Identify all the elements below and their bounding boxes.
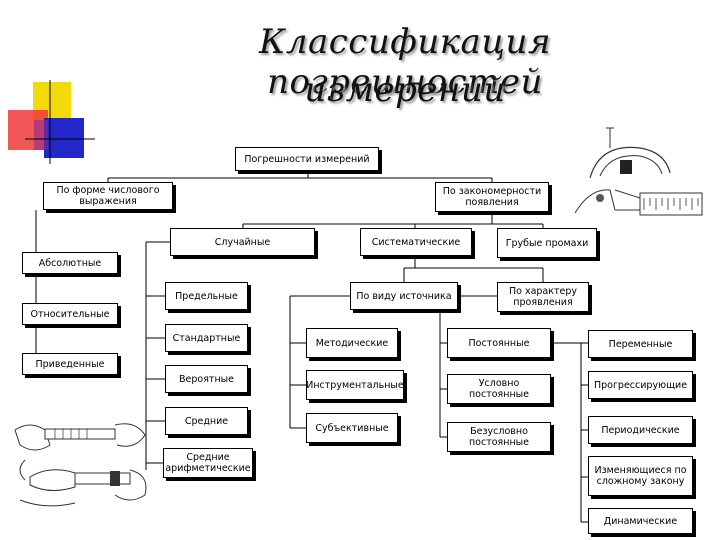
- node-instrumental: Инструментальные: [306, 370, 404, 400]
- node-reduced: Приведенные: [22, 353, 118, 375]
- node-numeric-form: По форме числового выражения: [43, 182, 173, 210]
- node-complex-law: Изменяющиеся по сложному закону: [588, 456, 693, 496]
- node-mean: Средние: [165, 407, 248, 435]
- node-constant: Постоянные: [447, 328, 551, 358]
- node-progressive: Прогрессирующие: [588, 371, 693, 399]
- caliper-scale-illustration: [574, 127, 703, 216]
- micrometer-hands-illustration: [14, 423, 147, 507]
- node-standard: Стандартные: [165, 324, 248, 352]
- node-subjective: Субъективные: [306, 413, 398, 443]
- title-line-2: измерений: [304, 70, 506, 110]
- node-dynamic: Динамические: [588, 508, 693, 534]
- node-uncond-constant: Безусловно постоянные: [447, 422, 551, 452]
- node-regularity: По закономерности появления: [435, 182, 549, 212]
- node-limiting: Предельные: [165, 282, 248, 310]
- decorative-squares: [8, 80, 95, 164]
- node-arith-mean: Средние арифметические: [163, 448, 253, 478]
- node-cond-constant: Условно постоянные: [447, 374, 551, 404]
- node-variable: Переменные: [588, 330, 693, 358]
- node-by-source: По виду источника: [350, 282, 458, 310]
- node-periodic: Периодические: [588, 416, 693, 444]
- node-random: Случайные: [170, 228, 315, 256]
- node-relative: Относительные: [22, 303, 118, 325]
- node-systematic: Систематические: [360, 228, 472, 256]
- node-absolute: Абсолютные: [22, 252, 118, 274]
- title-line-1: Классификация погрешностей: [259, 22, 551, 102]
- node-gross: Грубые промахи: [497, 228, 597, 258]
- node-by-manifestation: По характеру проявления: [497, 282, 589, 312]
- node-methodical: Методические: [306, 328, 398, 358]
- node-probable: Вероятные: [165, 365, 248, 393]
- node-root: Погрешности измерений: [235, 147, 379, 171]
